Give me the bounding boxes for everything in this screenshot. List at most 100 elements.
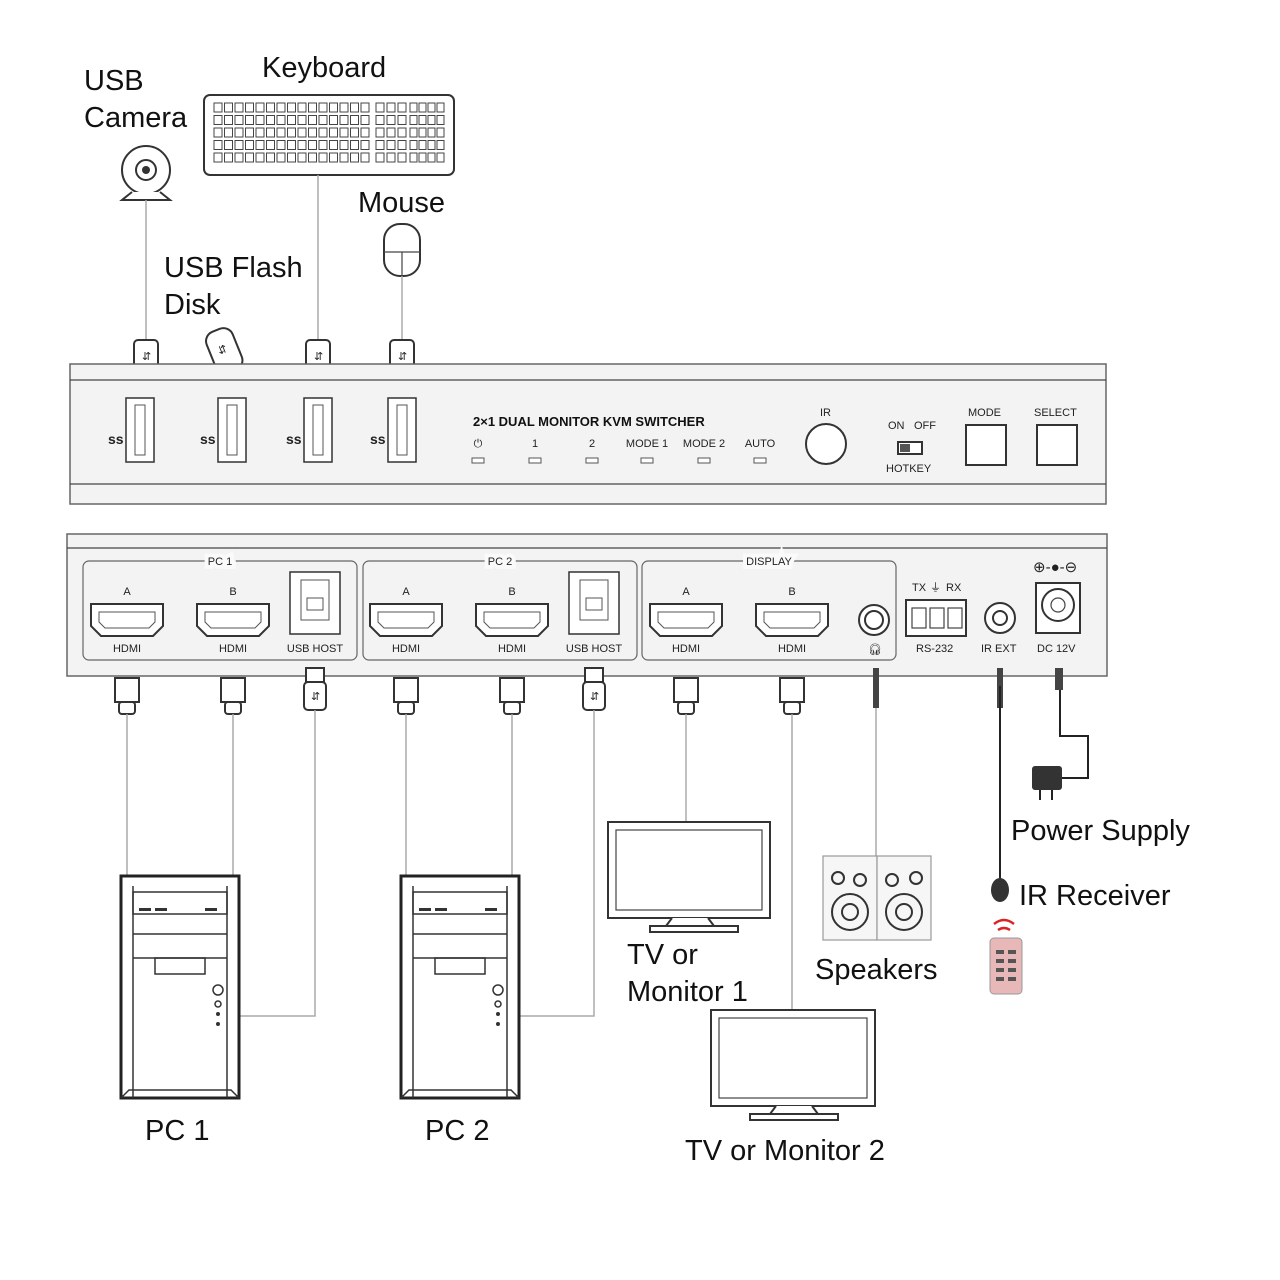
svg-text:B: B bbox=[229, 586, 236, 598]
hotkey-off-label: OFF bbox=[914, 420, 936, 432]
led-label: 2 bbox=[589, 438, 595, 450]
usb-host-plug-2: ⇵ bbox=[582, 667, 606, 711]
pc2-label: PC 2 bbox=[425, 1115, 489, 1147]
monitor1-label: TV or bbox=[627, 939, 698, 971]
monitor1-label-2: Monitor 1 bbox=[627, 976, 748, 1008]
svg-text:⇵: ⇵ bbox=[142, 351, 151, 363]
hdmi-plug-3 bbox=[393, 677, 419, 715]
hotkey-label: HOTKEY bbox=[886, 463, 932, 475]
usb-flash-disk-label: USB Flash bbox=[164, 252, 303, 284]
svg-text:PC 1: PC 1 bbox=[208, 556, 232, 568]
svg-text:HDMI: HDMI bbox=[672, 643, 700, 655]
svg-text:ss: ss bbox=[200, 431, 216, 447]
hdmi-plug-4 bbox=[499, 677, 525, 715]
led-1: ⏻ bbox=[471, 438, 485, 464]
ir-ext-label: IR EXT bbox=[981, 643, 1017, 655]
svg-text:USB HOST: USB HOST bbox=[287, 643, 344, 655]
select-button[interactable] bbox=[1036, 424, 1078, 466]
svg-text:⇵: ⇵ bbox=[311, 691, 320, 703]
front-usb-port-1: ss bbox=[108, 397, 155, 463]
rs232-terminal bbox=[905, 599, 967, 637]
rear-group-3: DISPLAY A HDMI B HDMI bbox=[641, 552, 897, 661]
svg-text:USB HOST: USB HOST bbox=[566, 643, 623, 655]
cables bbox=[126, 708, 877, 1017]
monitor2-icon bbox=[710, 1009, 876, 1121]
svg-text:HDMI: HDMI bbox=[113, 643, 141, 655]
hdmi-plug-2 bbox=[220, 677, 246, 715]
mouse-label: Mouse bbox=[358, 187, 445, 219]
front-usb-port-3: ss bbox=[286, 397, 333, 463]
keyboard-label: Keyboard bbox=[262, 52, 386, 84]
cable-6 bbox=[520, 710, 595, 1017]
svg-text:HDMI: HDMI bbox=[392, 643, 420, 655]
led-label: ⏻ bbox=[474, 438, 483, 450]
usb-camera-icon bbox=[119, 145, 173, 340]
svg-text:A: A bbox=[682, 586, 690, 598]
svg-text:🎧︎: 🎧︎ bbox=[868, 643, 882, 656]
svg-text:ss: ss bbox=[108, 431, 124, 447]
led-label: AUTO bbox=[745, 438, 776, 450]
front-usb-port-4: ss bbox=[370, 397, 417, 463]
keyboard-icon bbox=[203, 94, 455, 340]
usb-host-plug-1: ⇵ bbox=[303, 667, 327, 711]
dc-power-port bbox=[1035, 582, 1081, 634]
rear-plugs: ⇵⇵ bbox=[114, 667, 1063, 715]
ir-receiver-label: IR Receiver bbox=[1019, 880, 1171, 912]
audio-port: 🎧︎ bbox=[858, 604, 890, 656]
svg-text:⇵: ⇵ bbox=[398, 351, 407, 363]
dc-polarity-label: ⊕-●-⊖ bbox=[1033, 559, 1077, 576]
mouse-icon bbox=[383, 223, 421, 340]
led-label: 1 bbox=[532, 438, 538, 450]
svg-text:ss: ss bbox=[370, 431, 386, 447]
usb-flash-disk-label-2: Disk bbox=[164, 289, 221, 321]
monitor2-label: TV or Monitor 2 bbox=[685, 1135, 885, 1167]
pc-tower-1 bbox=[119, 874, 241, 1100]
hdmi-plug-1 bbox=[114, 677, 140, 715]
speakers-label: Speakers bbox=[815, 954, 938, 986]
front-usb-ports: ss ss ss ss bbox=[108, 397, 417, 463]
power-supply-icon bbox=[1032, 690, 1089, 800]
front-usb-port-2: ss bbox=[200, 397, 247, 463]
mode-label: MODE bbox=[968, 407, 1001, 419]
pc1-label: PC 1 bbox=[145, 1115, 209, 1147]
rear-port-groups: PC 1 A HDMI B HDMI USB HOST PC 2 A HDMI B HDMI USB … bbox=[82, 552, 897, 661]
usb-camera-label-2: Camera bbox=[84, 102, 188, 134]
svg-text:HDMI: HDMI bbox=[778, 643, 806, 655]
hdmi-plug-6 bbox=[779, 677, 805, 715]
svg-text:⇵: ⇵ bbox=[590, 691, 599, 703]
svg-text:A: A bbox=[123, 586, 131, 598]
pc-towers bbox=[119, 874, 521, 1100]
svg-text:DISPLAY: DISPLAY bbox=[746, 556, 792, 568]
rear-group-1: PC 1 A HDMI B HDMI USB HOST bbox=[82, 552, 358, 661]
speakers-icon bbox=[822, 855, 932, 941]
rs232-rx-label: RX bbox=[946, 582, 962, 594]
cable-3 bbox=[240, 710, 316, 1017]
power-supply-label: Power Supply bbox=[1011, 815, 1190, 847]
svg-text:B: B bbox=[508, 586, 515, 598]
led-4: MODE 1 bbox=[626, 438, 668, 464]
led-row: ⏻ 1 2 MODE 1 MODE 2 AUTO bbox=[471, 438, 776, 464]
dc-label: DC 12V bbox=[1037, 643, 1076, 655]
ir-label: IR bbox=[820, 407, 831, 419]
rs232-gnd-label: ⏚ bbox=[930, 581, 941, 594]
dc-plug bbox=[1055, 668, 1063, 690]
svg-text:ss: ss bbox=[286, 431, 302, 447]
hdmi-plug-5 bbox=[673, 677, 699, 715]
led-label: MODE 1 bbox=[626, 438, 668, 450]
ir-ext-port bbox=[984, 602, 1016, 634]
led-label: MODE 2 bbox=[683, 438, 725, 450]
svg-text:A: A bbox=[402, 586, 410, 598]
mode-button[interactable] bbox=[965, 424, 1007, 466]
led-6: AUTO bbox=[745, 438, 776, 464]
led-2: 1 bbox=[528, 438, 542, 464]
usb-camera-label: USB bbox=[84, 65, 144, 97]
select-label: SELECT bbox=[1034, 407, 1077, 419]
pc-tower-2 bbox=[399, 874, 521, 1100]
svg-text:PC 2: PC 2 bbox=[488, 556, 512, 568]
svg-text:⇵: ⇵ bbox=[314, 351, 323, 363]
svg-text:HDMI: HDMI bbox=[219, 643, 247, 655]
ir-window bbox=[805, 423, 847, 465]
svg-text:B: B bbox=[788, 586, 795, 598]
